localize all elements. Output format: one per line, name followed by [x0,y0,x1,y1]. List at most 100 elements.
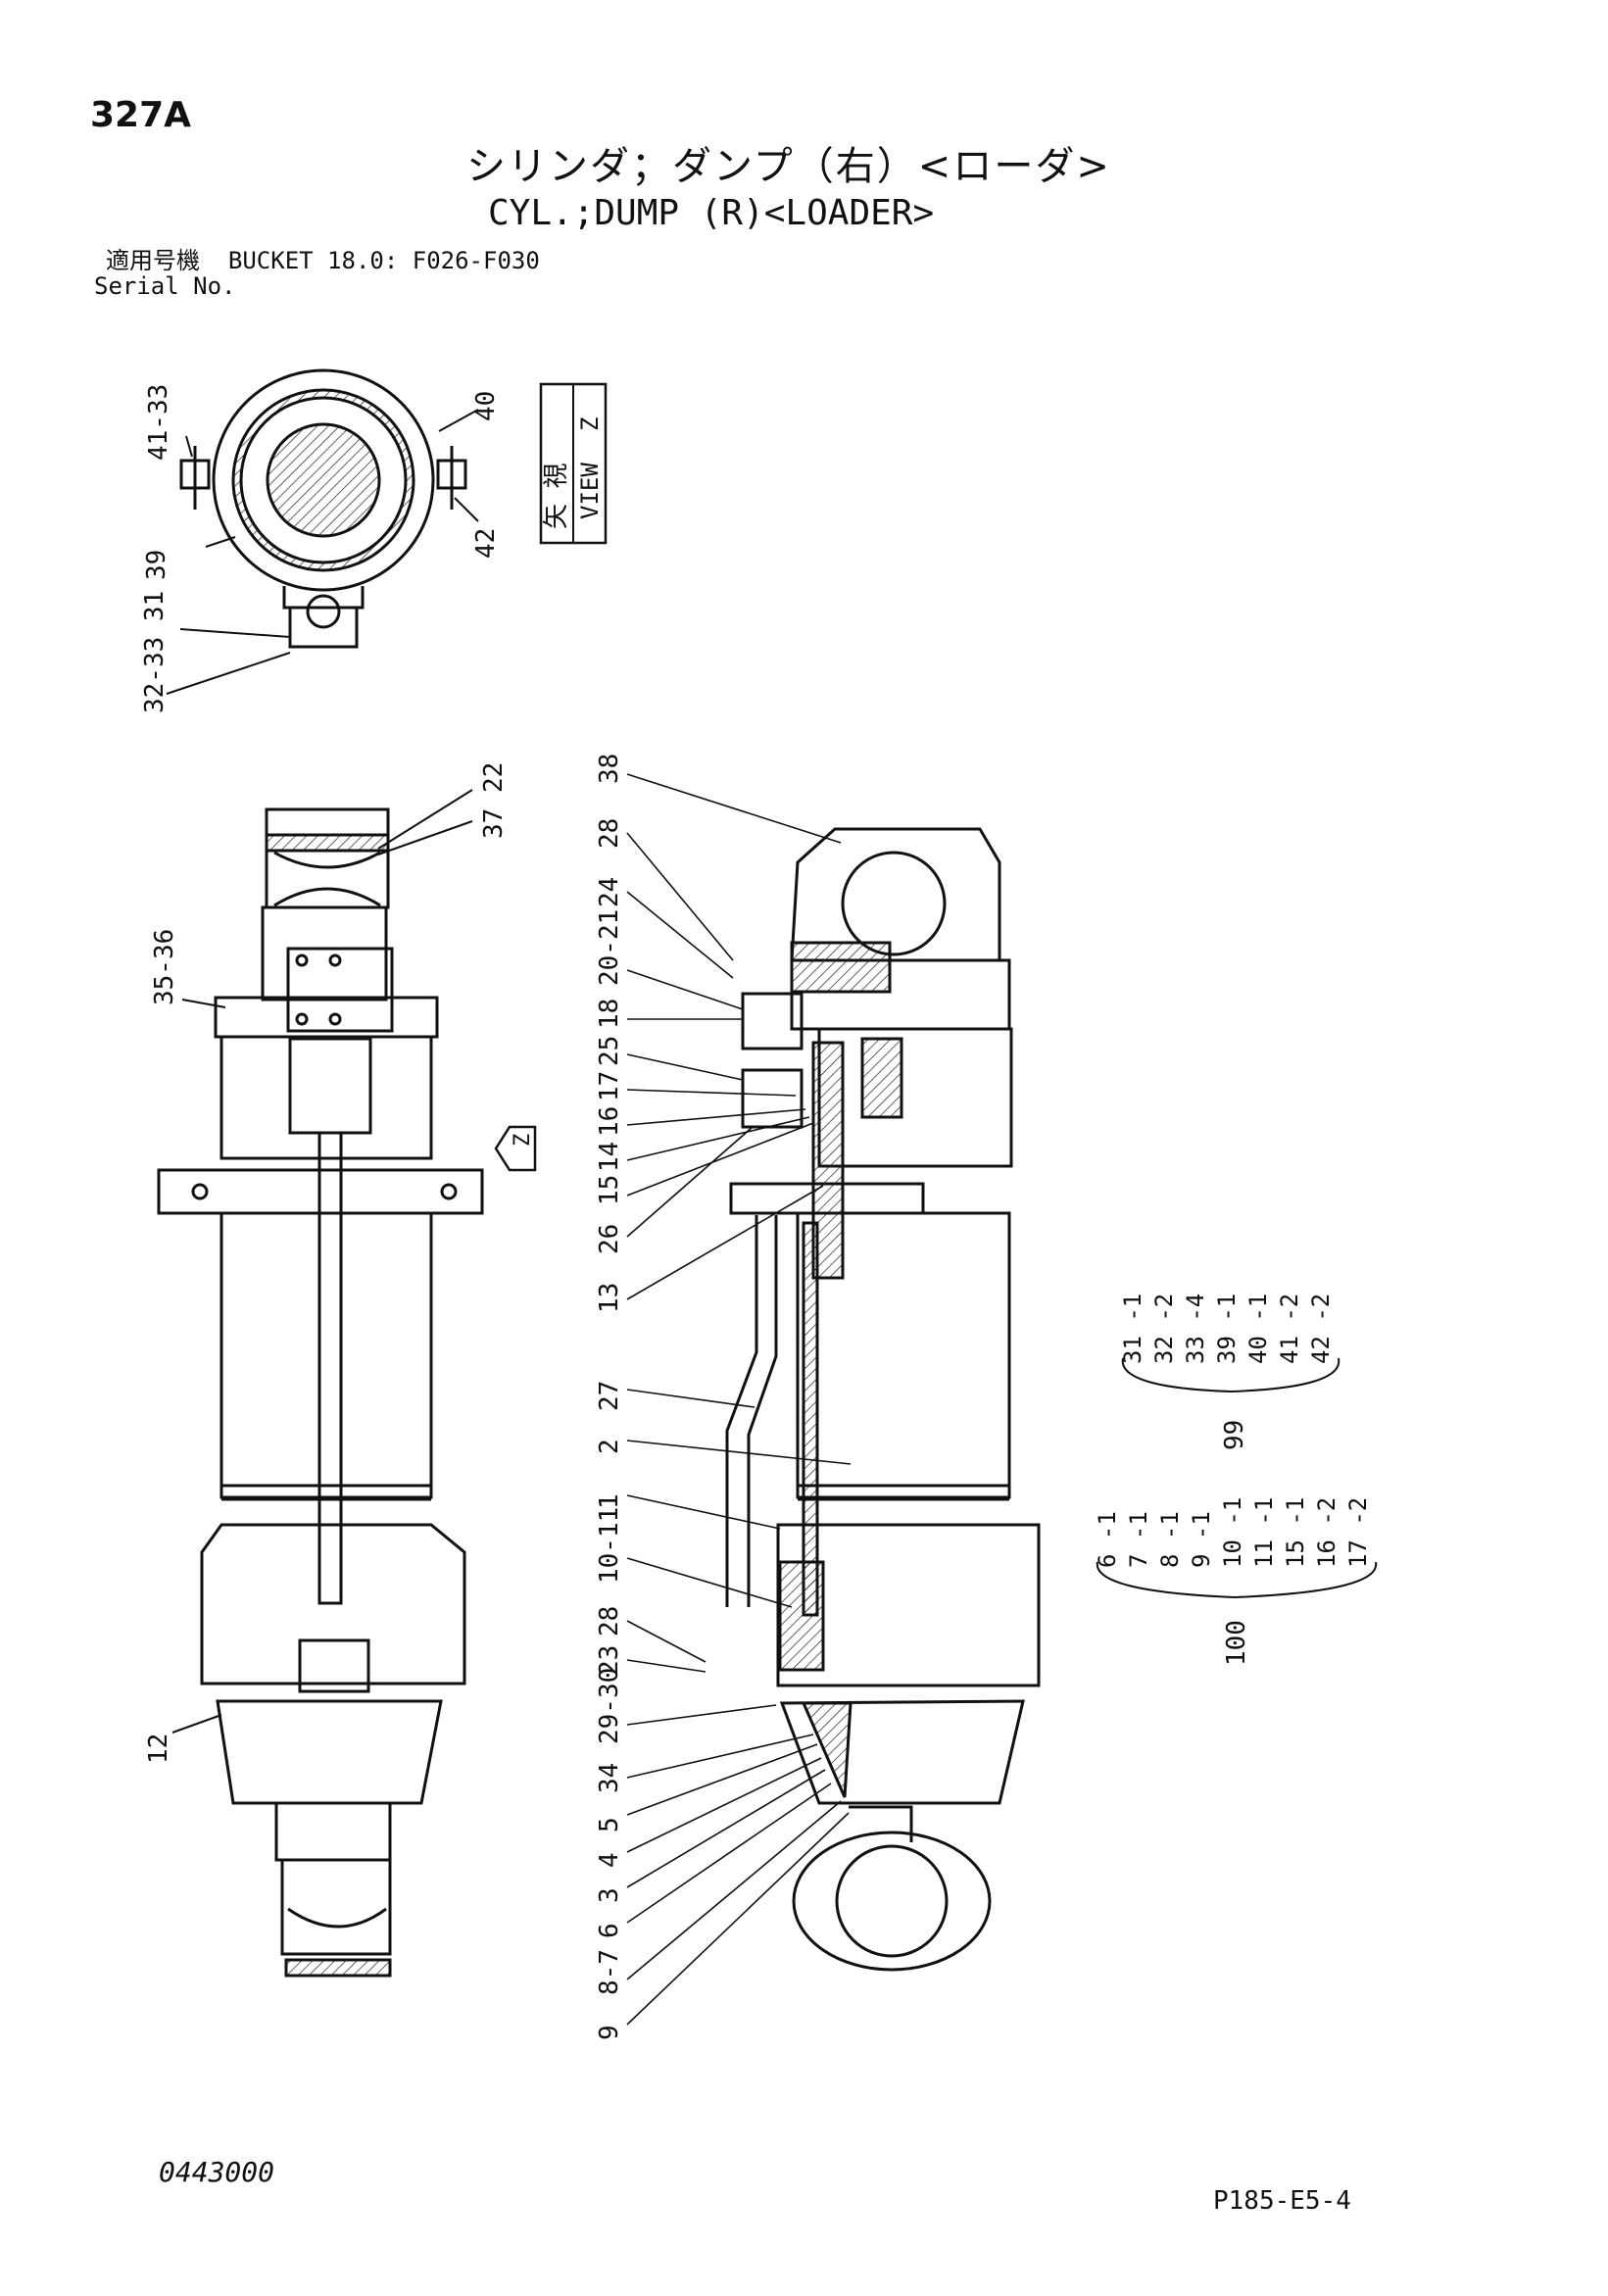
end-view-rod-section [266,422,381,538]
callouts-right: 38 28 24 20-21 18 25 17 16 14 15 26 13 2… [595,754,624,2040]
callout-32-33-31: 32-33 31 [140,591,170,713]
group-100-item: 15 -1 [1282,1497,1309,1568]
callout-42: 42 [471,528,501,559]
applicable-value: BUCKET 18.0: F026-F030 [227,247,540,274]
drawing-number: 0443000 [159,2156,275,2188]
callout-4: 4 [595,1852,624,1868]
callout-8-7: 8-7 [595,1949,624,1995]
callout-34: 34 [595,1763,624,1793]
group-99-item: 31 -1 [1119,1294,1146,1364]
title-japanese: シリンダ；ダンプ（右）<ローダ> [466,144,1111,189]
callout-25: 25 [595,1036,624,1066]
group-99: 31 -1 32 -2 33 -4 39 -1 40 -1 41 -2 42 -… [1119,1294,1340,1450]
group-99-item: 39 -1 [1213,1294,1241,1364]
callout-2: 2 [595,1439,624,1454]
end-view [179,368,467,649]
group-99-brace [1121,1357,1340,1393]
callout-14: 14 [595,1142,624,1172]
section-seal-hatch [801,1701,853,1798]
left-top-bushing [273,851,381,869]
group-99-item: 41 -2 [1276,1294,1303,1364]
group-100-brace [1096,1561,1378,1599]
section-rod-shoulder [849,1805,913,1842]
left-elbow-block [288,1037,372,1135]
end-view-block [288,606,359,649]
view-arrow: Z [494,1125,537,1172]
group-100-item: 11 -1 [1250,1497,1278,1568]
left-bottom-eye-hatch [284,1958,392,1978]
callout-37-22: 37 22 [479,762,509,839]
left-tube [317,1131,343,1605]
callout-23: 23 [595,1645,624,1676]
section-tube-wall [802,1221,819,1617]
view-z-en: VIEW [576,463,604,519]
page-id: 327A [90,95,192,135]
group-100-number: 100 [1222,1620,1251,1666]
group-100: 6 -1 7 -1 8 -1 9 -1 10 -1 11 -1 15 -1 16… [1094,1497,1378,1666]
leader-lines-right [626,773,852,2026]
left-bottom-bushing [287,1907,387,1929]
callouts-top: 41-33 40 39 42 32-33 31 [140,384,501,713]
callout-10-11: 10-11 [595,1507,624,1584]
callouts-left: 37 22 35-36 12 [144,762,509,1764]
end-view-outer-ring [212,368,435,592]
left-valve-bolt [295,1012,309,1026]
left-valve-bolt [328,953,342,967]
side-view-section [725,827,1041,1972]
section-hose [725,1215,758,1607]
left-clamp-hole [191,1183,209,1200]
callout-38: 38 [595,754,624,784]
callout-16: 16 [595,1106,624,1137]
left-rod-end [280,1858,392,1956]
section-piston-hatch [860,1037,903,1119]
callout-27: 27 [595,1381,624,1411]
callout-28b: 28 [595,1606,624,1637]
section-top-pin-hole [841,851,947,956]
section-valve-lower [741,1068,804,1129]
callout-35-36: 35-36 [150,929,179,1005]
view-arrow-shape [494,1125,537,1172]
applicable-label: 適用号機 [106,247,200,274]
left-valve-block [286,947,394,1033]
callout-9: 9 [595,2025,624,2040]
leader-lines [166,409,479,1734]
section-gland-hatch [778,1560,825,1672]
section-top-clevis [790,827,1001,962]
left-gland-body [200,1523,466,1685]
group-100-item: 9 -1 [1188,1511,1215,1568]
serial-label: Serial No. [94,272,236,300]
callout-26: 26 [595,1224,624,1254]
callout-29-30: 29-30 [595,1668,624,1744]
group-100-item: 10 -1 [1219,1497,1246,1568]
callout-6: 6 [595,1923,624,1938]
left-valve-bolt [328,1012,342,1026]
section-rod-eye [792,1831,992,1972]
left-barrel-mid [219,1211,433,1499]
section-rod-eye-hole [835,1844,949,1958]
group-100-item: 6 -1 [1094,1511,1121,1568]
callout-1: 1 [595,1493,624,1509]
left-gland-taper [216,1699,443,1805]
callout-20-21: 20-21 [595,909,624,986]
view-z-jp: 矢 視 [542,463,571,529]
left-barrel-top [219,1035,433,1160]
group-99-item: 42 -2 [1307,1294,1335,1364]
view-z-letter: Z [576,417,604,431]
callout-41-33: 41-33 [144,384,173,461]
section-cylinder-top [817,1027,1013,1168]
callout-24: 24 [595,877,624,907]
applicable-model: 適用号機 BUCKET 18.0: F026-F030 [106,249,540,272]
callout-39: 39 [142,550,171,580]
callout-40: 40 [471,391,501,421]
group-100-item: 17 -2 [1344,1497,1372,1568]
section-barrel [796,1211,1011,1499]
end-view-port [306,594,341,629]
callout-12: 12 [144,1734,173,1764]
group-100-item: 8 -1 [1156,1511,1184,1568]
left-rod-neck [274,1801,392,1862]
section-hose-2 [747,1215,778,1607]
left-top-bushing-2 [273,887,381,907]
left-gland-block [298,1638,370,1693]
